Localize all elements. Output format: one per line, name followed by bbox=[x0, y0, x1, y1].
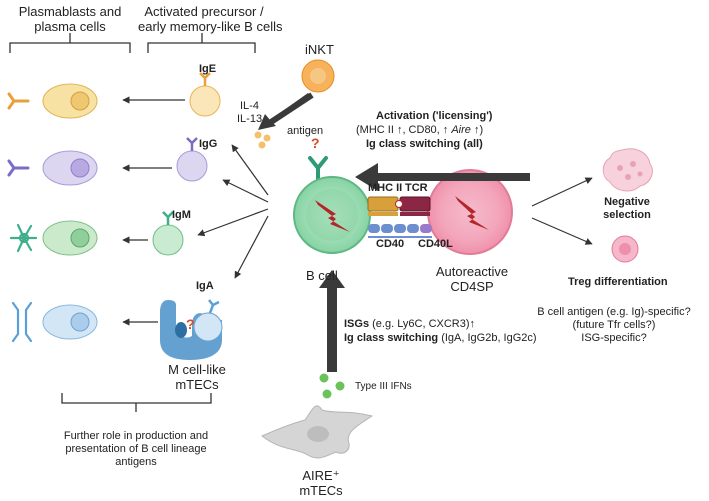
m-cell-question: ? bbox=[186, 316, 195, 332]
antibody-igg-icon bbox=[7, 159, 30, 177]
negative-selection-line2: selection bbox=[603, 209, 651, 221]
bcell-output-arrows bbox=[197, 144, 269, 279]
treg-cell bbox=[611, 235, 639, 263]
cytokine-dots bbox=[254, 131, 271, 149]
outcome-arrows bbox=[531, 177, 593, 245]
isg-bold: ISGs bbox=[344, 318, 370, 330]
differentiation-arrows bbox=[122, 96, 185, 326]
negative-selection-line1: Negative bbox=[604, 196, 650, 208]
activation-detail-b: ↑) bbox=[470, 124, 484, 136]
cd4sp-label: Autoreactive CD4SP bbox=[432, 264, 512, 294]
activation-detail-aire: Aire bbox=[451, 124, 471, 136]
isg-arrow bbox=[319, 270, 345, 372]
precursor-bracket bbox=[147, 33, 256, 53]
inkt-arrow-shaft bbox=[266, 92, 314, 127]
cd4sp-cell bbox=[427, 169, 513, 255]
ifn-dots bbox=[319, 373, 345, 399]
precursor-cell-ige bbox=[189, 72, 221, 117]
further-role-label: Further role in production and presentat… bbox=[36, 430, 236, 469]
antigen-label: antigen bbox=[287, 125, 324, 137]
isg-switching-bold: Ig class switching bbox=[344, 332, 439, 344]
activation-detail: (MHC II ↑, CD80, ↑ Aire ↑) bbox=[356, 124, 483, 137]
further-role-line2: presentation of B cell lineage bbox=[65, 443, 207, 455]
m-cell-label-line1: M cell-like bbox=[168, 362, 226, 377]
plasma-cell-igg bbox=[42, 150, 98, 186]
specificity-line1: B cell antigen (e.g. Ig)-specific? bbox=[537, 306, 691, 318]
il4-label: IL-4 bbox=[240, 100, 259, 112]
bcell-label: B cell bbox=[306, 268, 338, 283]
precursor-cell-igg bbox=[176, 137, 208, 182]
label-igm: IgM bbox=[172, 209, 191, 221]
negative-selection-label: Negative selection bbox=[592, 196, 662, 222]
isg-line2: Ig class switching (IgA, IgG2b, IgG2c) bbox=[344, 332, 537, 345]
plasma-bracket bbox=[9, 33, 131, 53]
precursor-header-line2: early memory-like B cells bbox=[138, 19, 283, 34]
label-ige: IgE bbox=[199, 63, 217, 75]
activation-switching: Ig class switching (all) bbox=[366, 138, 483, 150]
aire-mtec-cell bbox=[261, 405, 374, 459]
cd4sp-label-line1: Autoreactive bbox=[435, 264, 509, 279]
activation-arrow bbox=[355, 163, 530, 191]
cd40l-label: CD40L bbox=[418, 238, 453, 250]
plasma-cell-igm bbox=[42, 220, 98, 256]
m-cell-like-mtec bbox=[160, 299, 223, 360]
plasma-header-line2: plasma cells bbox=[34, 19, 106, 34]
specificity-line3: ISG-specific? bbox=[581, 332, 647, 344]
activation-detail-a: (MHC II ↑, CD80, ↑ bbox=[356, 124, 452, 136]
antibody-igm-icon bbox=[9, 223, 38, 253]
treg-specificity: B cell antigen (e.g. Ig)-specific? (futu… bbox=[520, 306, 708, 345]
ifn-label: Type III IFNs bbox=[355, 381, 412, 392]
aire-label-line1: AIRE⁺ bbox=[302, 468, 340, 483]
plasma-cell-ige bbox=[42, 83, 98, 119]
activation-title: Activation ('licensing') bbox=[376, 110, 493, 122]
isg-up-arrow: ↑ bbox=[469, 318, 476, 330]
further-role-line3: antigens bbox=[115, 456, 157, 468]
m-cell-label-line2: mTECs bbox=[175, 377, 219, 392]
cd4sp-label-line2: CD4SP bbox=[450, 279, 494, 294]
isg-line1: ISGs (e.g. Ly6C, CXCR3)↑ bbox=[344, 318, 475, 331]
m-cell-label: M cell-like mTECs bbox=[158, 362, 236, 392]
inkt-label: iNKT bbox=[305, 42, 334, 57]
precursor-header: Activated precursor / early memory-like … bbox=[138, 4, 283, 34]
further-role-bracket bbox=[61, 393, 212, 412]
plasma-cell-iga bbox=[42, 304, 98, 340]
label-iga: IgA bbox=[196, 280, 214, 292]
plasma-header-line1: Plasmablasts and bbox=[18, 4, 122, 19]
cd40-cd40l-complex bbox=[368, 224, 432, 238]
tcr-label: TCR bbox=[405, 182, 428, 194]
precursor-cell-igm bbox=[152, 211, 184, 256]
cd40-label: CD40 bbox=[376, 238, 405, 250]
isg-examples: (e.g. Ly6C, CXCR3) bbox=[369, 318, 470, 330]
mhc-label: MHC II bbox=[368, 182, 403, 194]
aire-label-line2: mTECs bbox=[299, 483, 343, 498]
plasma-header: Plasmablasts and plasma cells bbox=[2, 4, 138, 34]
antibody-iga-icon bbox=[11, 301, 33, 343]
apoptotic-cell bbox=[602, 148, 653, 192]
aire-mtec-label: AIRE⁺ mTECs bbox=[286, 468, 356, 498]
b-cell bbox=[293, 176, 371, 254]
mhc-tcr-complex bbox=[367, 196, 431, 216]
specificity-line2: (future Tfr cells?) bbox=[572, 319, 656, 331]
further-role-line1: Further role in production and bbox=[63, 430, 209, 442]
precursor-header-line1: Activated precursor / bbox=[144, 4, 264, 19]
inkt-cell bbox=[301, 59, 335, 93]
isg-switching-isotypes: (IgA, IgG2b, IgG2c) bbox=[438, 332, 537, 344]
il13-label: IL-13 bbox=[237, 113, 263, 125]
label-igg: IgG bbox=[199, 138, 218, 150]
treg-label: Treg differentiation bbox=[568, 276, 668, 288]
antibody-ige-icon bbox=[7, 92, 30, 110]
antigen-question: ? bbox=[311, 135, 320, 151]
